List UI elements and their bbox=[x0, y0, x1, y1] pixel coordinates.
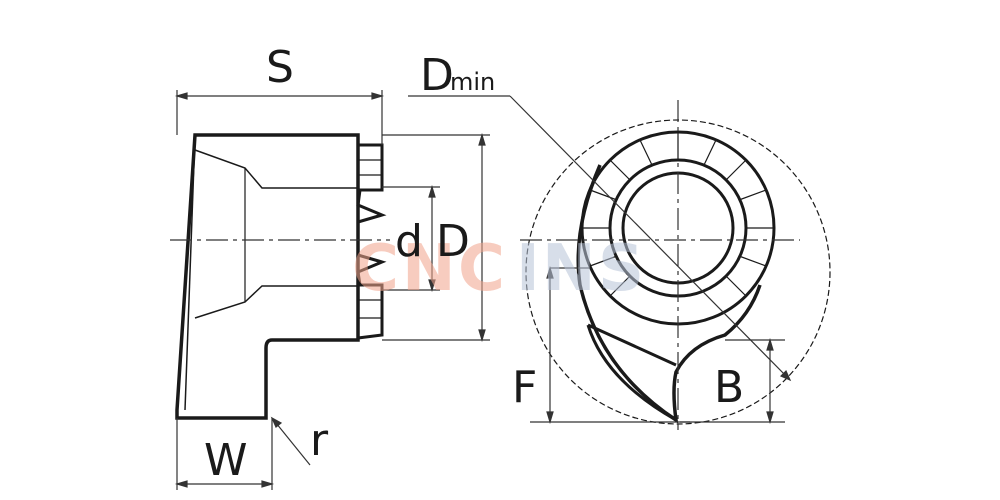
watermark-n: N bbox=[402, 232, 458, 306]
front-centerlines bbox=[520, 100, 800, 430]
label-b: B bbox=[714, 362, 744, 413]
label-d-big: D bbox=[436, 216, 470, 267]
label-w: W bbox=[204, 435, 248, 486]
watermark-n2: N bbox=[542, 232, 598, 306]
side-body-outline bbox=[175, 133, 360, 420]
watermark-s: S bbox=[598, 232, 646, 306]
label-f: F bbox=[512, 362, 537, 413]
watermark-c1: C bbox=[352, 232, 401, 306]
watermark-i: I bbox=[516, 232, 542, 306]
side-bore-contour bbox=[194, 149, 358, 319]
cutting-edge bbox=[586, 323, 677, 422]
side-thread-top bbox=[356, 143, 387, 224]
label-d: d bbox=[395, 216, 423, 267]
watermark: C N C I N S bbox=[352, 232, 646, 306]
label-dmin-sub: min bbox=[450, 68, 495, 96]
side-inner-taper bbox=[184, 134, 196, 411]
label-s: S bbox=[266, 42, 294, 93]
watermark-c2: C bbox=[458, 232, 507, 306]
dimension-lines bbox=[174, 90, 490, 490]
label-r: r bbox=[310, 415, 329, 466]
label-dmin: D bbox=[420, 50, 454, 101]
front-dimension-lines bbox=[408, 95, 792, 425]
side-thread-bottom bbox=[356, 253, 387, 340]
side-thread-detail bbox=[358, 159, 382, 319]
thread-rays bbox=[582, 132, 774, 297]
